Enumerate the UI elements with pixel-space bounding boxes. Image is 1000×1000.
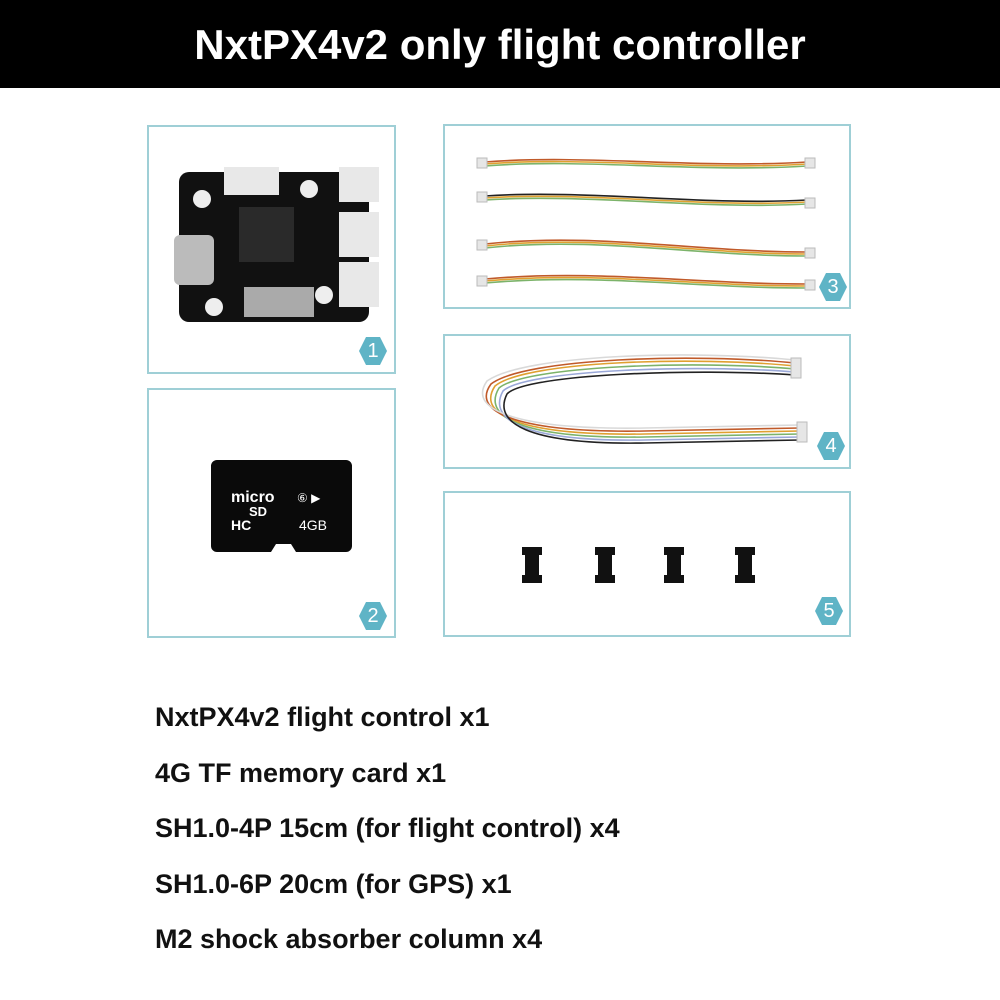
page-title: NxtPX4v2 only flight controller xyxy=(0,0,1000,88)
shock-absorbers-image xyxy=(522,547,755,583)
svg-text:SD: SD xyxy=(249,504,267,519)
panel-6p-cable: 4 xyxy=(443,334,851,469)
flight-controller-image xyxy=(174,167,379,322)
badge-3: 3 xyxy=(819,273,847,301)
package-contents-list: NxtPX4v2 flight control x1 4G TF memory … xyxy=(155,700,620,978)
list-item: 4G TF memory card x1 xyxy=(155,757,447,788)
4p-cables-image xyxy=(476,157,816,291)
panel-4p-cables: 3 xyxy=(443,124,851,309)
svg-text:HC: HC xyxy=(231,517,251,533)
list-item: SH1.0-4P 15cm (for flight control) x4 xyxy=(155,813,620,843)
badge-2: 2 xyxy=(359,602,387,630)
badge-4: 4 xyxy=(817,432,845,460)
badge-5: 5 xyxy=(815,597,843,625)
panel-flight-controller: 1 xyxy=(147,125,396,374)
list-item: NxtPX4v2 flight control x1 xyxy=(155,702,490,732)
card-capacity: 4GB xyxy=(299,517,327,533)
list-item: SH1.0-6P 20cm (for GPS) x1 xyxy=(155,868,512,899)
6p-cable-image xyxy=(481,354,808,444)
panel-shock-absorbers: 5 xyxy=(443,491,851,637)
list-item: M2 shock absorber column x4 xyxy=(155,924,543,954)
svg-text:micro: micro xyxy=(231,489,275,506)
svg-text:⑥ ▶: ⑥ ▶ xyxy=(297,491,321,505)
microsd-card-image: micro SD HC 4GB ⑥ ▶ xyxy=(211,460,352,552)
panel-memory-card: micro SD HC 4GB ⑥ ▶ 2 xyxy=(147,388,396,638)
